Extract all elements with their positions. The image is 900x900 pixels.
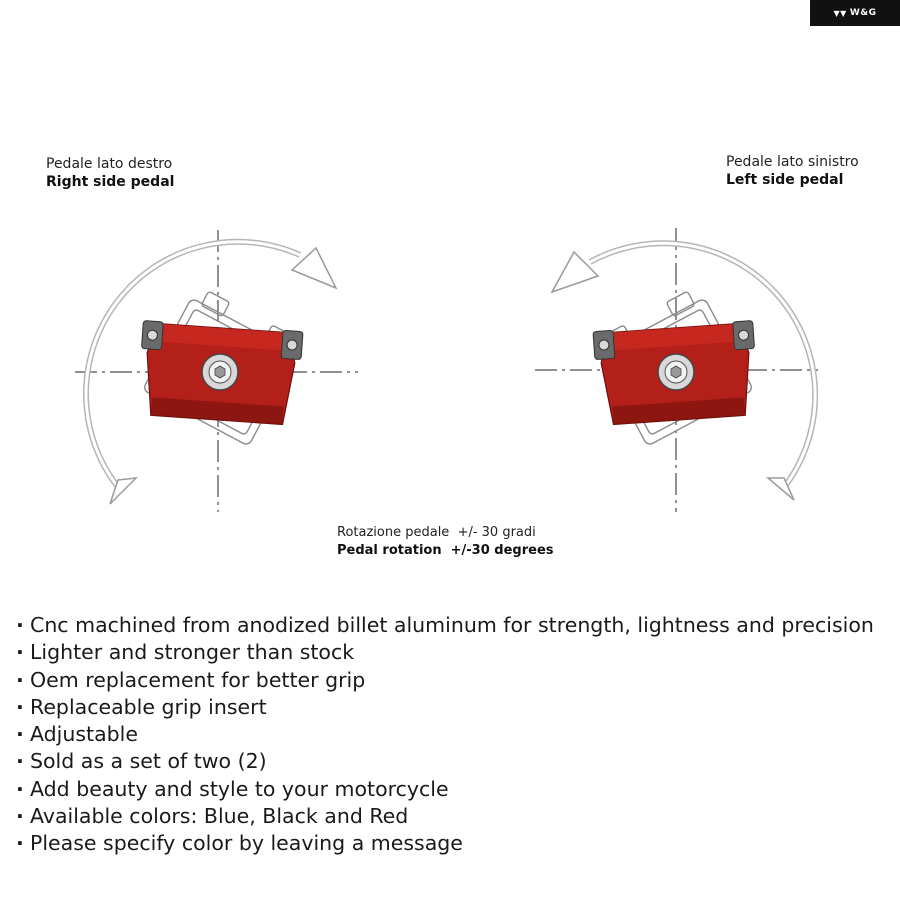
right-side-pedal-drawing [75, 230, 358, 512]
feature-item: Lighter and stronger than stock [16, 639, 896, 666]
feature-item: Sold as a set of two (2) [16, 748, 896, 775]
wg-logo-icon: ▼▼ [833, 8, 847, 18]
rotation-label: Rotazione pedale +/- 30 gradi Pedal rota… [337, 524, 554, 560]
feature-item: Adjustable [16, 721, 896, 748]
left-pedal-label-it: Pedale lato sinistro [726, 154, 859, 170]
rotation-label-en: Pedal rotation +/-30 degrees [337, 543, 554, 558]
feature-item: Cnc machined from anodized billet alumin… [16, 612, 896, 639]
feature-item: Add beauty and style to your motorcycle [16, 776, 896, 803]
left-side-pedal-label: Pedale lato sinistro Left side pedal [726, 153, 859, 189]
feature-item: Replaceable grip insert [16, 694, 896, 721]
left-side-pedal-drawing [535, 228, 819, 512]
right-pedal-label-en: Right side pedal [46, 174, 175, 190]
feature-list: Cnc machined from anodized billet alumin… [16, 612, 896, 858]
rotation-label-it: Rotazione pedale +/- 30 gradi [337, 525, 536, 540]
pedal-rotation-diagram [75, 228, 819, 512]
right-side-pedal-label: Pedale lato destro Right side pedal [46, 155, 174, 191]
feature-item: Oem replacement for better grip [16, 667, 896, 694]
left-pedal-label-en: Left side pedal [726, 172, 844, 188]
feature-item: Please specify color by leaving a messag… [16, 830, 896, 857]
feature-item: Available colors: Blue, Black and Red [16, 803, 896, 830]
brand-badge: ▼▼ W&G [810, 0, 900, 26]
brand-badge-text: W&G [849, 8, 877, 18]
right-pedal-label-it: Pedale lato destro [46, 156, 173, 172]
